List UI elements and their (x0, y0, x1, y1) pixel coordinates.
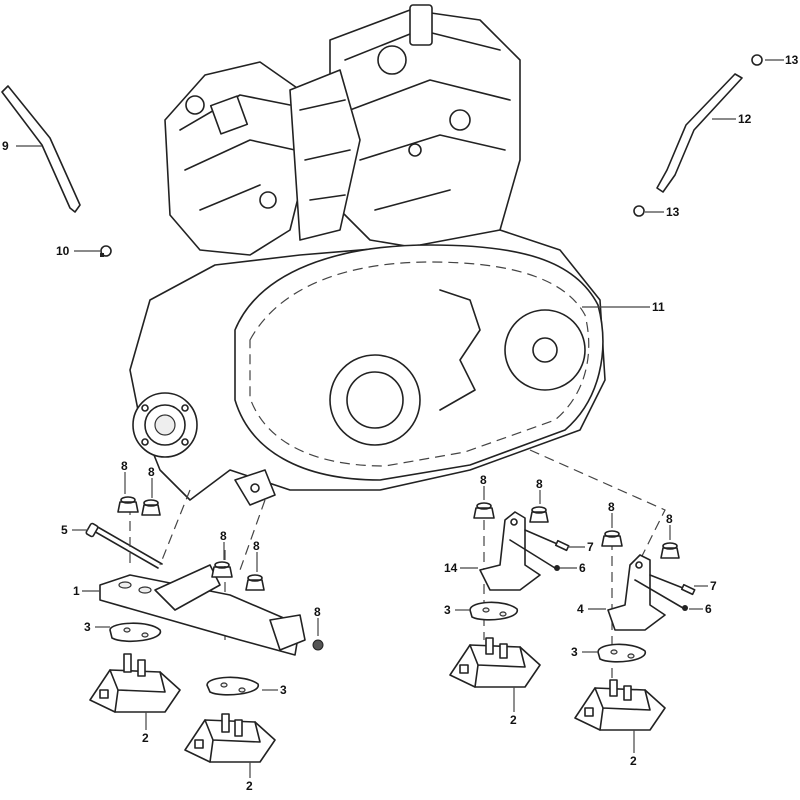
callout-13: 13 (666, 205, 680, 219)
callout-8: 8 (121, 459, 128, 473)
nut (211, 561, 233, 578)
callout-1: 1 (73, 584, 80, 598)
nut (117, 496, 139, 513)
callout-13: 13 (785, 53, 799, 67)
callout-8: 8 (480, 473, 487, 487)
callout-11: 11 (652, 300, 665, 314)
hose-9 (1, 85, 81, 213)
callout-2: 2 (510, 713, 517, 727)
leader-lines (16, 59, 784, 778)
engine-assembly (129, 4, 606, 506)
callout-14: 14 (444, 561, 458, 575)
rubber-mount (184, 713, 276, 763)
rubber-mount (449, 637, 541, 688)
callout-8: 8 (314, 605, 321, 619)
nut (529, 506, 549, 523)
rubber-mount (89, 653, 181, 713)
clamps (100, 54, 763, 257)
callout-8: 8 (536, 477, 543, 491)
hose-12 (656, 73, 743, 193)
callout-3: 3 (280, 683, 287, 697)
callout-3: 3 (444, 603, 451, 617)
callout-8: 8 (608, 500, 615, 514)
callout-12: 12 (738, 112, 752, 126)
callout-9: 9 (2, 139, 9, 153)
callout-8: 8 (253, 539, 260, 553)
callout-7: 7 (587, 540, 594, 554)
callout-8: 8 (220, 529, 227, 543)
left-mount-group (85, 489, 324, 763)
callout-8: 8 (666, 512, 673, 526)
nut (141, 499, 161, 516)
callout-2: 2 (630, 754, 637, 768)
callout-6: 6 (579, 561, 586, 575)
callout-7: 7 (710, 579, 717, 593)
callout-5: 5 (61, 523, 68, 537)
callout-3: 3 (84, 620, 91, 634)
rubber-mount (574, 679, 666, 731)
callout-labels: 9 10 11 12 13 13 5 1 3 3 2 2 8 8 8 8 8 8… (2, 53, 799, 793)
callout-3: 3 (571, 645, 578, 659)
callout-8: 8 (148, 465, 155, 479)
callout-2: 2 (246, 779, 253, 793)
callout-6: 6 (705, 602, 712, 616)
nut (601, 530, 623, 547)
callout-2: 2 (142, 731, 149, 745)
callout-4: 4 (577, 602, 584, 616)
right-mount-group-b (574, 530, 696, 731)
nut (660, 542, 680, 559)
callout-10: 10 (56, 244, 70, 258)
nut (245, 574, 265, 591)
right-mount-group-a (449, 449, 666, 688)
nut (473, 502, 495, 519)
